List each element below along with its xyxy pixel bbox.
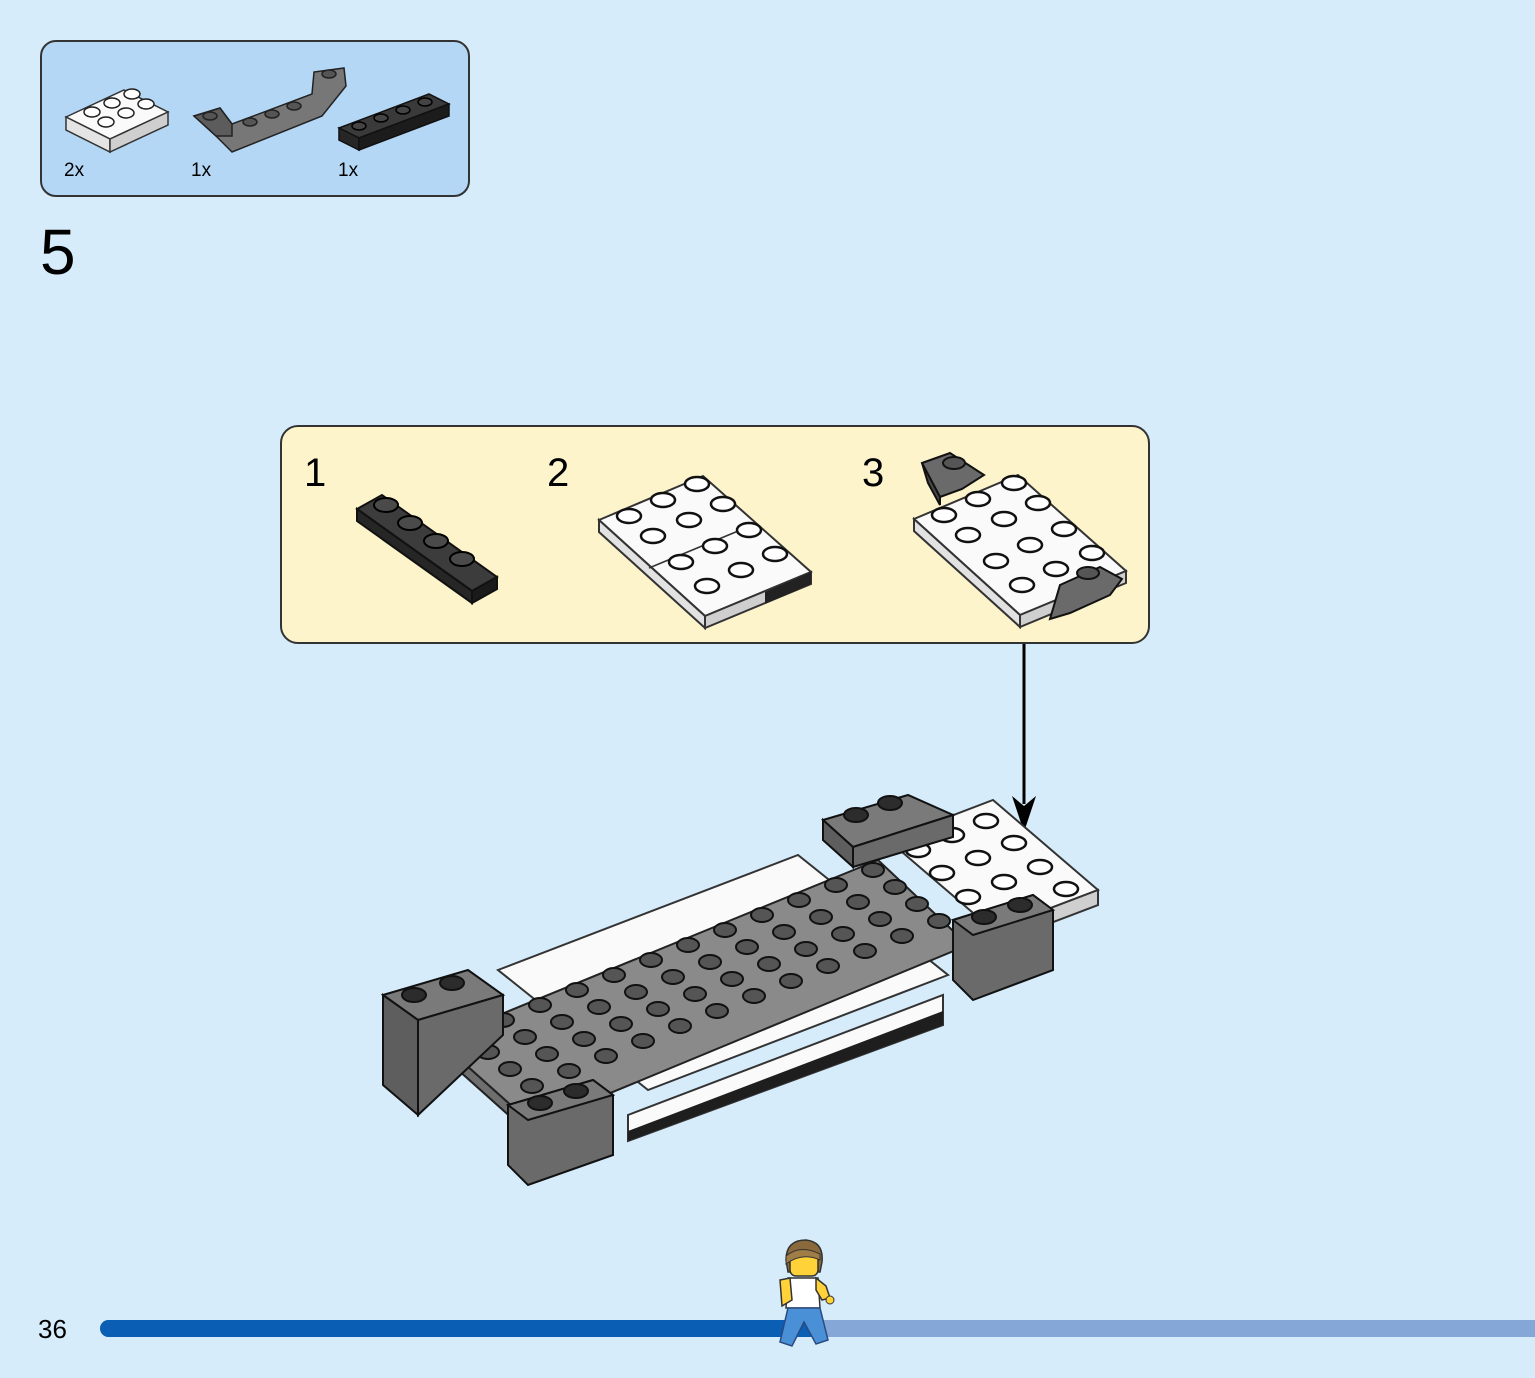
plate-stud: [683, 986, 707, 1002]
plate-stud: [824, 877, 848, 893]
plate-stud: [861, 862, 885, 878]
plate-stud: [787, 892, 811, 908]
plate-stud: [513, 1029, 537, 1045]
part-quantity: 1x: [338, 160, 359, 181]
sub-assembly-box: 1 2 3: [280, 425, 1150, 644]
plate-stud: [868, 911, 892, 927]
plate-stud: [809, 909, 833, 925]
plate-stud: [905, 896, 929, 912]
plate-stud: [609, 1016, 633, 1032]
step-number: 5: [40, 216, 76, 288]
plate-stud: [520, 1078, 544, 1094]
plate-stud: [535, 1046, 559, 1062]
plate-stud: [550, 1014, 574, 1030]
plate-stud: [639, 952, 663, 968]
plate-stud: [750, 907, 774, 923]
minifigure-mascot-icon: [779, 1239, 835, 1347]
sub-step-3-assembly-icon: [912, 451, 1128, 630]
sub-step-2-white-plates-icon: [597, 474, 813, 631]
plate-stud: [816, 958, 840, 974]
plate-stud: [720, 971, 744, 987]
sub-step-number: 3: [862, 451, 885, 495]
plate-stud: [602, 967, 626, 983]
plate-stud: [794, 941, 818, 957]
plate-stud: [713, 922, 737, 938]
plate-stud: [698, 954, 722, 970]
sub-step-number: 1: [304, 451, 327, 495]
sub-step-number: 2: [547, 451, 570, 495]
plate-stud: [927, 913, 951, 929]
plate-stud: [772, 924, 796, 940]
page-number: 36: [38, 1314, 67, 1344]
plate-stud: [668, 1018, 692, 1034]
plate-stud: [883, 879, 907, 895]
inverted-slope-plate-icon: [192, 67, 347, 153]
parts-list-box: 2x 1x 1x: [40, 40, 470, 197]
plate-stud: [528, 997, 552, 1013]
plate-stud: [572, 1031, 596, 1047]
part-quantity: 1x: [191, 160, 212, 181]
plate-stud: [757, 956, 781, 972]
plate-stud: [890, 928, 914, 944]
plate-stud: [646, 1001, 670, 1017]
plate-stud: [846, 894, 870, 910]
plate-stud: [853, 943, 877, 959]
plate-stud: [676, 937, 700, 953]
down-arrow-icon: [1012, 644, 1036, 832]
plate-stud: [779, 973, 803, 989]
progress-bar-fill: [100, 1320, 818, 1337]
plate-stud: [498, 1061, 522, 1077]
plate-stud: [631, 1033, 655, 1049]
black-plate-1x4-icon: [337, 93, 451, 152]
plate-stud: [557, 1063, 581, 1079]
plate-stud: [587, 999, 611, 1015]
plate-stud: [594, 1048, 618, 1064]
plate-stud: [661, 969, 685, 985]
sub-step-1-plate-icon: [355, 493, 499, 605]
chassis-model-illustration: [380, 793, 1100, 1187]
plate-stud: [565, 982, 589, 998]
plate-stud: [735, 939, 759, 955]
part-quantity: 2x: [64, 160, 85, 181]
plate-stud: [831, 926, 855, 942]
plate-stud: [705, 1003, 729, 1019]
white-plate-2x3-icon: [64, 88, 170, 154]
plate-stud: [624, 984, 648, 1000]
plate-stud: [742, 988, 766, 1004]
